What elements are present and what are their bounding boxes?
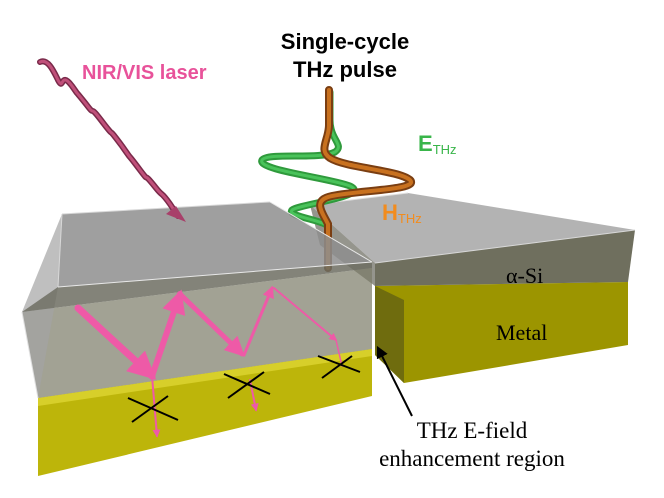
laser-beam — [37, 58, 186, 222]
asi-label: α-Si — [506, 263, 544, 288]
pulse-title: Single-cycle THz pulse — [270, 28, 420, 84]
right-asi-front — [375, 230, 635, 286]
e-field-label: ETHz — [418, 131, 457, 157]
right-metal-side — [375, 286, 404, 383]
reflection-4 — [242, 285, 274, 357]
right-metal-front — [375, 282, 628, 383]
h-field-label: HTHz — [382, 200, 422, 226]
metal-label: Metal — [496, 320, 548, 345]
reflection-5 — [273, 287, 338, 342]
reflection-2 — [149, 289, 186, 379]
arrow-icon — [376, 345, 413, 417]
transmitted-3 — [335, 339, 343, 367]
pulse-title-line2: THz pulse — [293, 57, 397, 82]
left-asi-front — [22, 268, 372, 398]
cross-mark-icon — [317, 355, 361, 379]
left-block — [21, 201, 373, 476]
left-metal-top — [38, 349, 372, 406]
laser-arrowhead — [166, 206, 186, 222]
reflections — [74, 285, 343, 438]
region-label: THz E-field enhancement region — [352, 417, 592, 473]
region-label-line1: THz E-field — [416, 418, 528, 443]
reflection-3 — [177, 291, 245, 357]
region-label-line2: enhancement region — [379, 446, 565, 471]
laser-label: NIR/VIS laser — [82, 62, 207, 84]
absorption-markers — [127, 355, 361, 423]
thz-pulse — [258, 86, 416, 272]
left-asi-top — [58, 202, 372, 287]
e-field-sub: THz — [432, 142, 457, 157]
left-asi-inner — [22, 262, 372, 312]
left-metal-front — [38, 349, 372, 476]
e-field-main: E — [418, 131, 433, 156]
right-asi-top — [310, 193, 635, 263]
cross-mark-icon — [223, 371, 271, 399]
pulse-title-line1: Single-cycle — [280, 29, 410, 54]
reflection-1 — [74, 304, 157, 380]
h-field-sub: THz — [397, 211, 422, 226]
h-field-main: H — [382, 200, 398, 225]
cross-mark-icon — [127, 395, 179, 423]
